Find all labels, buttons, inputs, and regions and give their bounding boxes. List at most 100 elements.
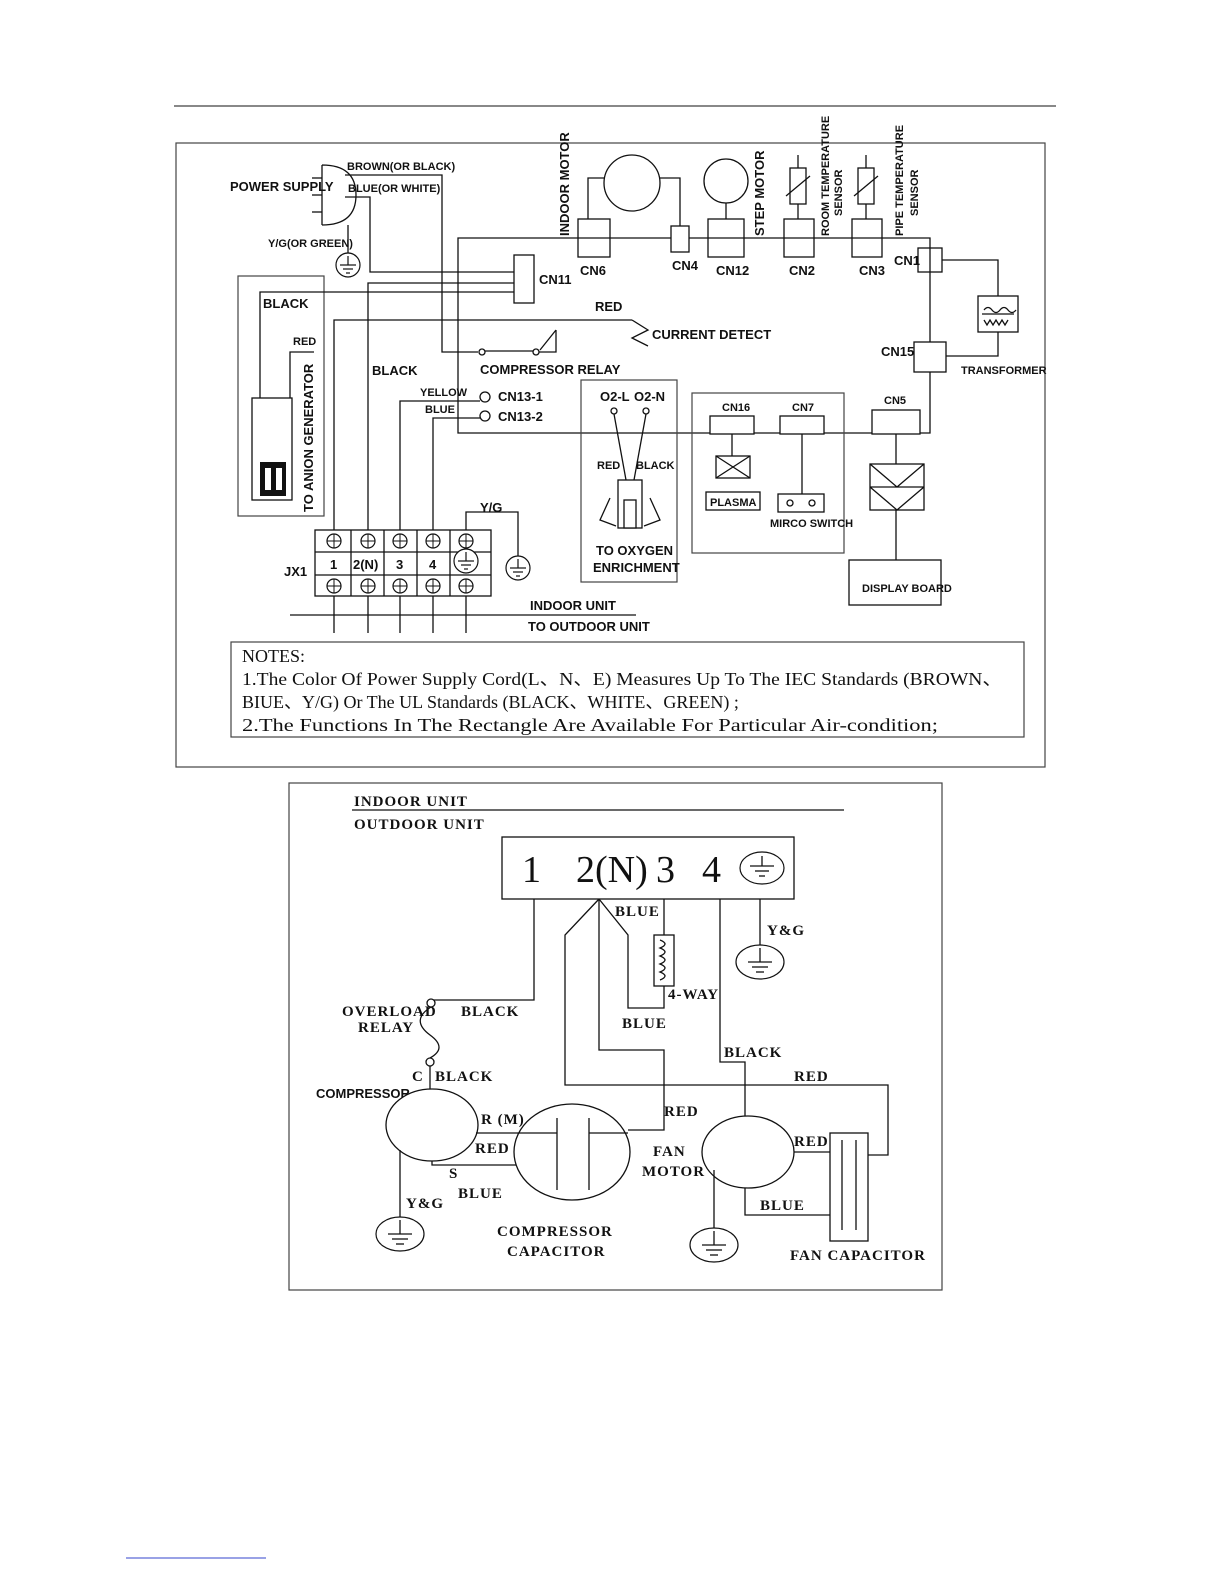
indoor-unit-label-top: INDOOR UNIT (530, 598, 616, 613)
rm-terminal-label: R (M) (481, 1112, 525, 1128)
four-way-valve-coil-icon (653, 934, 675, 987)
cn13-2-terminal (479, 410, 491, 422)
current-detect-label: CURRENT DETECT (652, 327, 771, 342)
four-way-label: 4-WAY (668, 987, 719, 1003)
compressor-relay-label: COMPRESSOR RELAY (480, 362, 621, 377)
anion-generator-icon (251, 397, 293, 501)
cn7-label: CN7 (792, 402, 814, 414)
step-motor-icon (703, 158, 749, 204)
room-temp-sensor-label-1: ROOM TEMPERATURE (820, 116, 832, 236)
room-temp-sensor-icon (785, 155, 811, 219)
overload-label-2: RELAY (358, 1020, 414, 1036)
bottom-diagram-frame (288, 782, 943, 1291)
cn13-2-label: CN13-2 (498, 409, 543, 424)
yg-terminal-label: Y/G (480, 500, 502, 515)
plasma-icon (715, 455, 751, 479)
cn5-connector (871, 409, 921, 435)
cn16-label: CN16 (722, 402, 750, 414)
indoor-motor-label: INDOOR MOTOR (557, 132, 572, 236)
s-terminal-label: S (449, 1166, 458, 1182)
yg-left-label: Y&G (406, 1196, 444, 1212)
fan-capacitor-icon (829, 1132, 869, 1242)
oxygen-label-2: ENRICHMENT (593, 560, 680, 575)
terminal-ground-icon (739, 851, 785, 885)
cn12-label: CN12 (716, 263, 749, 278)
ground-icon-outdoor-right (735, 944, 785, 980)
blue-fan-label: BLUE (760, 1198, 805, 1214)
top-diagram-frame (175, 142, 1046, 768)
overload-label-1: OVERLOAD (342, 1004, 437, 1020)
cn13-1-terminal (479, 391, 491, 403)
anion-generator-box (237, 275, 325, 517)
blue-s-label: BLUE (458, 1186, 503, 1202)
plasma-box (705, 491, 761, 511)
cn11-connector (513, 254, 535, 304)
display-board-box (848, 559, 942, 606)
indoor-motor-icon (603, 154, 661, 212)
oxygen-label-1: TO OXYGEN (596, 543, 673, 558)
jx1-terminal-2n: 2(N) (353, 557, 378, 572)
step-motor-label: STEP MOTOR (752, 150, 767, 236)
o2l-label: O2-L (600, 389, 630, 404)
red-fan-label: RED (794, 1134, 829, 1150)
oxygen-enrichment-box (580, 379, 678, 583)
plasma-label: PLASMA (710, 497, 757, 509)
red-right-label: RED (794, 1069, 829, 1085)
pipe-temp-sensor-label-1: PIPE TEMPERATURE (894, 125, 906, 236)
indoor-unit-label: INDOOR UNIT (354, 794, 468, 810)
cn16-connector (709, 415, 755, 435)
ground-icon-power (335, 252, 361, 278)
compressor-capacitor-icon (513, 1103, 631, 1201)
red-wire-anion: RED (293, 336, 316, 348)
cn13-1-label: CN13-1 (498, 389, 543, 404)
display-board-label: DISPLAY BOARD (862, 583, 952, 595)
jx1-terminal-1: 1 (330, 557, 337, 572)
transformer-label: TRANSFORMER (961, 365, 1047, 377)
power-plug-icon (312, 164, 357, 226)
comp-cap-label-1: COMPRESSOR (497, 1224, 613, 1240)
cn15-connector (913, 341, 947, 373)
black-c-label: BLACK (435, 1069, 493, 1085)
ground-icon-compressor (375, 1216, 425, 1252)
cn2-label: CN2 (789, 263, 815, 278)
anion-generator-label: TO ANION GENERATOR (301, 363, 316, 512)
c-terminal-label: C (412, 1069, 424, 1085)
jx1-terminal-3: 3 (396, 557, 403, 572)
pipe-temp-sensor-icon (853, 155, 879, 219)
transformer-icon (977, 295, 1019, 333)
jx1-terminal-block (314, 529, 492, 597)
plasma-switch-box (691, 392, 845, 554)
outdoor-terminal-4: 4 (702, 849, 721, 891)
ground-icon-fan (689, 1227, 739, 1263)
micro-switch-label: MIRCO SWITCH (770, 518, 853, 530)
outdoor-terminal-1: 1 (522, 849, 541, 891)
cn4-label: CN4 (672, 258, 699, 273)
compressor-relay-icon (478, 329, 557, 356)
black-wire-anion: BLACK (263, 296, 309, 311)
outdoor-unit-label-top: TO OUTDOOR UNIT (528, 619, 650, 634)
cn1-label: CN1 (894, 253, 920, 268)
yellow-wire-label: YELLOW (420, 387, 468, 399)
fan-capacitor-label: FAN CAPACITOR (790, 1248, 926, 1264)
red-mid-label: RED (475, 1141, 510, 1157)
power-supply-label: POWER SUPPLY (230, 179, 334, 194)
cn3-label: CN3 (859, 263, 885, 278)
yg-wire-label: Y/G(OR GREEN) (268, 238, 353, 250)
red-cap-label: RED (664, 1104, 699, 1120)
black-wire-oxygen: BLACK (636, 460, 675, 472)
cn11-label: CN11 (539, 272, 572, 287)
micro-switch-icon (777, 493, 825, 513)
black-wire-1-label: BLACK (461, 1004, 519, 1020)
ground-icon-jx1 (505, 555, 531, 581)
cn4-connector (670, 225, 690, 253)
notes-line-2: BIUE、Y/G) Or The UL Standards (BLACK、WHI… (242, 692, 739, 713)
blue-wire-label-cn13: BLUE (425, 404, 455, 416)
notes-line-1: 1.The Color Of Power Supply Cord(L、N、E) … (242, 669, 1002, 690)
notes-line-3: 2.The Functions In The Rectangle Are Ava… (242, 715, 938, 735)
main-board-outline (457, 237, 931, 434)
room-temp-sensor-label-2: SENSOR (833, 169, 845, 216)
notes-box (230, 641, 1025, 738)
cn6-label: CN6 (580, 263, 606, 278)
outdoor-unit-label: OUTDOOR UNIT (354, 817, 485, 833)
